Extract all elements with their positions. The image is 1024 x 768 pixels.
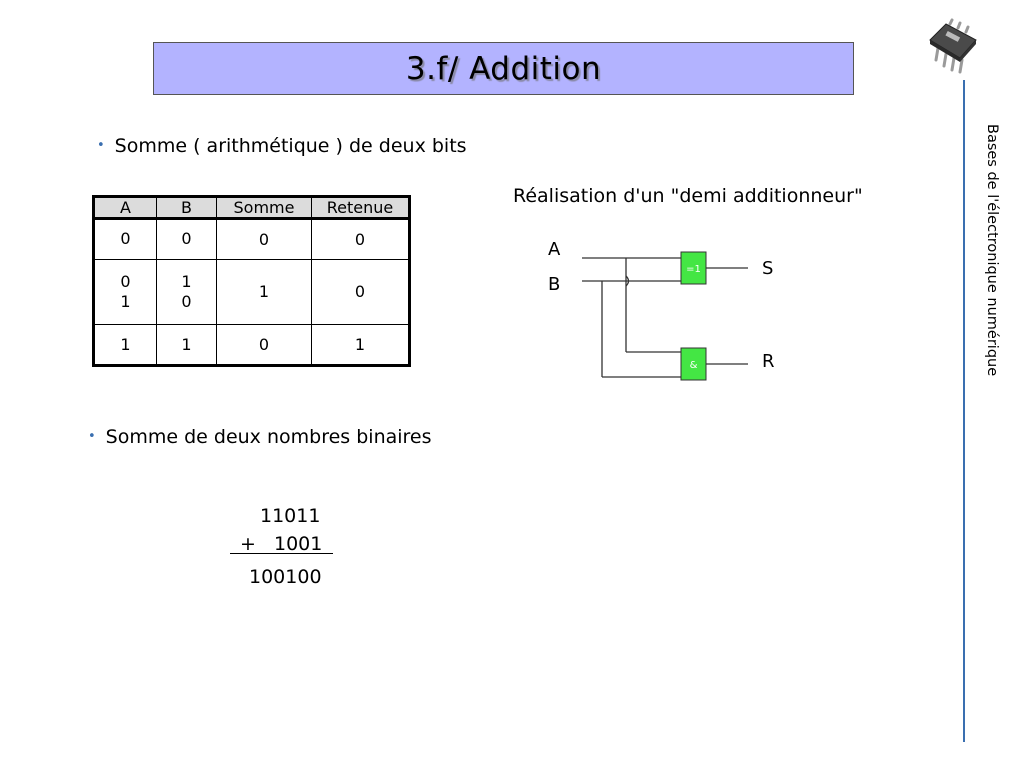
cell-b: 1 0 <box>156 258 217 326</box>
sum-line <box>230 553 333 554</box>
cell-somme: 0 <box>216 324 312 366</box>
bullet-item: • Somme ( arithmétique ) de deux bits <box>97 135 467 157</box>
operand-1: 11011 <box>260 505 321 527</box>
and-gate-label: & <box>690 360 698 371</box>
cell-somme: 1 <box>216 258 312 326</box>
cell-b: 0 <box>156 218 217 260</box>
column-header: Retenue <box>311 196 410 220</box>
cell-a-value: 1 <box>120 291 131 311</box>
column-header: B <box>156 196 217 220</box>
bullet-text: Somme de deux nombres binaires <box>105 426 432 448</box>
side-title: Bases de l'électronique numérique <box>984 124 1000 377</box>
slide-title: 3.f/ Addition <box>405 50 602 87</box>
result: 100100 <box>249 566 322 588</box>
circuit-title: Réalisation d'un "demi additionneur" <box>513 185 863 207</box>
table-row: 1 1 0 1 <box>93 324 410 366</box>
table-row: 0 0 0 0 <box>93 218 410 260</box>
cell-a-value: 0 <box>120 229 131 249</box>
output-s-label: S <box>762 258 773 279</box>
cell-b-value: 1 <box>181 334 192 354</box>
side-divider <box>963 80 965 742</box>
input-b-label: B <box>548 274 560 295</box>
xor-gate <box>680 251 707 285</box>
xor-gate-label: =1 <box>686 264 701 275</box>
table-header-row: A B Somme Retenue <box>93 196 410 220</box>
cell-b-value: 0 <box>181 291 192 311</box>
table-row: 0 1 1 0 1 0 <box>93 258 410 326</box>
cell-a-value: 1 <box>120 334 131 354</box>
cell-b-value: 0 <box>181 229 192 249</box>
truth-table: A B Somme Retenue 0 0 0 0 0 1 1 0 <box>92 195 411 367</box>
column-header: A <box>93 196 157 220</box>
plus-sign: + <box>240 533 256 555</box>
half-adder-circuit: =1 & A B S R <box>548 239 775 381</box>
cell-retenue: 1 <box>311 324 410 366</box>
and-gate <box>680 347 707 381</box>
cell-retenue: 0 <box>311 218 410 260</box>
operand-2: 1001 <box>274 533 323 555</box>
cell-b: 1 <box>156 324 217 366</box>
bullet-item: • Somme de deux nombres binaires <box>88 426 432 448</box>
input-a-label: A <box>548 239 561 260</box>
cell-a-value: 0 <box>120 271 131 291</box>
cell-a: 0 1 <box>93 258 157 326</box>
wire-crossover <box>625 275 630 287</box>
bullet-text: Somme ( arithmétique ) de deux bits <box>114 135 467 157</box>
cell-b-value: 1 <box>181 271 192 291</box>
cell-a: 0 <box>93 218 157 260</box>
cell-retenue: 0 <box>311 258 410 326</box>
bullet-dot-icon: • <box>88 429 96 444</box>
column-header: Somme <box>216 196 312 220</box>
cell-a: 1 <box>93 324 157 366</box>
bullet-dot-icon: • <box>97 138 105 153</box>
microchip-icon <box>929 18 977 74</box>
cell-somme: 0 <box>216 218 312 260</box>
title-bar: 3.f/ Addition <box>153 42 854 95</box>
output-r-label: R <box>762 351 775 372</box>
